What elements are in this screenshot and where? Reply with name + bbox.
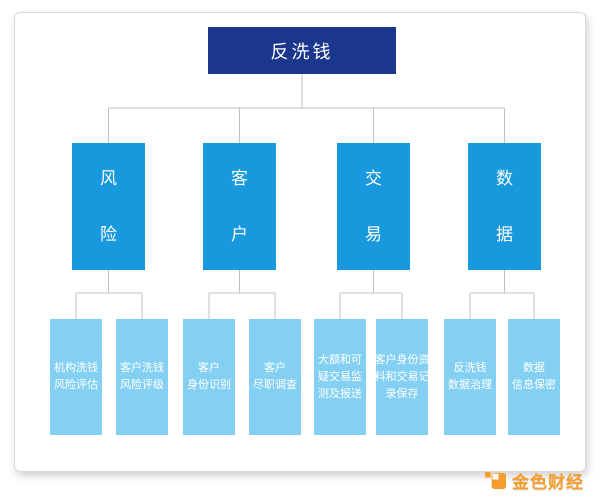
- node-large-suspicious-transaction-monitoring: 大额和可 疑交易监 测及报送: [314, 319, 366, 435]
- node-aml-data-governance: 反洗钱 数据治理: [444, 319, 496, 435]
- brand-watermark: 金色财经: [484, 468, 584, 493]
- node-institution-ml-risk-assessment: 机构洗钱 风险评估: [50, 319, 102, 435]
- leaf-label: 客户身份资 料和交易记 录保存: [374, 353, 430, 400]
- node-data-information-confidentiality: 数据 信息保密: [508, 319, 560, 435]
- brand-name: 金色财经: [512, 473, 584, 492]
- leaf-label: 客户洗钱 风险评级: [120, 362, 164, 391]
- node-identity-transaction-record-keeping: 客户身份资 料和交易记 录保存: [374, 319, 430, 435]
- node-data: 数 据: [468, 143, 541, 270]
- jinse-finance-logo-icon: [484, 471, 507, 490]
- node-risk-label: 风 险: [100, 168, 117, 244]
- leaf-label: 机构洗钱 风险评估: [54, 362, 98, 391]
- node-customer-ml-risk-rating: 客户洗钱 风险评级: [116, 319, 168, 435]
- leaf-label: 客户 尽职调查: [253, 362, 297, 391]
- node-transaction: 交 易: [337, 143, 410, 270]
- leaf-label: 客户 身份识别: [187, 362, 231, 391]
- node-data-label: 数 据: [496, 168, 513, 244]
- leaf-label: 数据 信息保密: [512, 362, 556, 391]
- leaf-label: 大额和可 疑交易监 测及报送: [318, 353, 362, 400]
- node-anti-money-laundering: 反洗钱: [208, 27, 396, 74]
- node-customer-due-diligence: 客户 尽职调查: [249, 319, 301, 435]
- node-customer: 客 户: [203, 143, 276, 270]
- node-risk: 风 险: [72, 143, 145, 270]
- node-customer-label: 客 户: [231, 168, 248, 244]
- leaf-label: 反洗钱 数据治理: [448, 362, 492, 391]
- node-transaction-label: 交 易: [365, 168, 382, 244]
- node-customer-identity-identification: 客户 身份识别: [183, 319, 235, 435]
- node-anti-money-laundering-label: 反洗钱: [270, 41, 334, 62]
